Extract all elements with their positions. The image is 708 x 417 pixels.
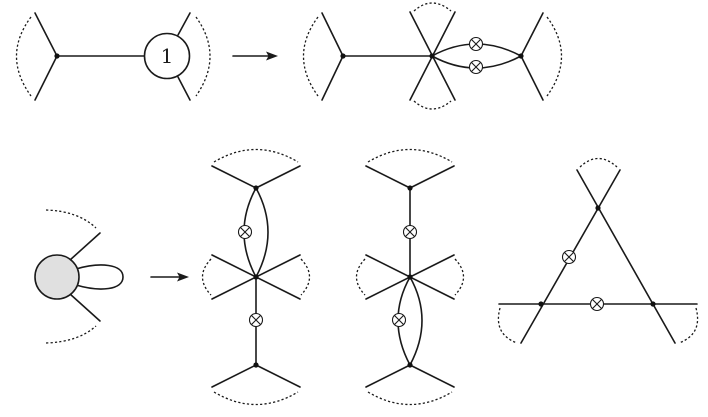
blob-circle xyxy=(143,32,191,80)
insertion-marker-icon xyxy=(391,312,407,328)
insertion-marker-icon xyxy=(237,224,253,240)
insertion-marker-icon xyxy=(468,59,484,75)
insertion-marker-icon xyxy=(402,224,418,240)
insertion-marker-icon xyxy=(561,249,577,265)
result-diagram-triangle xyxy=(497,157,699,344)
top-left-diagram: 1 xyxy=(15,12,211,101)
blob-label: 1 xyxy=(161,44,174,68)
insertion-marker-icon xyxy=(589,296,605,312)
result-diagram-1 xyxy=(201,148,311,406)
vertex-dot xyxy=(54,53,60,59)
gray-blob xyxy=(34,254,80,300)
top-right-diagram xyxy=(302,2,563,110)
right-arrow-icon xyxy=(232,51,278,61)
bottom-left-diagram xyxy=(34,209,124,344)
right-arrow-icon xyxy=(150,272,189,282)
insertion-marker-icon xyxy=(248,312,264,328)
dashed-arc xyxy=(15,16,32,97)
insertion-marker-icon xyxy=(468,36,484,52)
dashed-arc xyxy=(195,16,211,97)
result-diagram-2 xyxy=(355,148,465,406)
